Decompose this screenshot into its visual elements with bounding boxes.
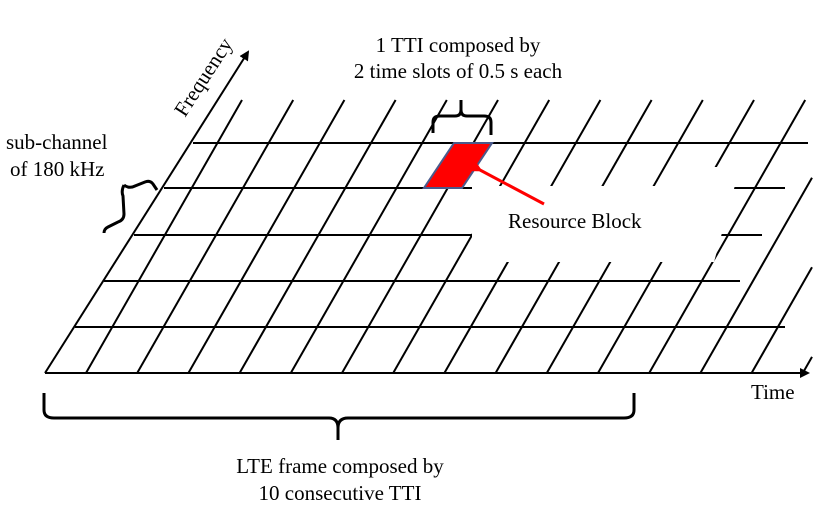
- time-slot-line: [699, 177, 813, 374]
- time-slot-line: [392, 99, 551, 374]
- subchannel-brace: [102, 179, 159, 234]
- time-slot-line: [85, 99, 243, 374]
- time-slot-line: [136, 99, 295, 374]
- time-slot-line: [238, 99, 397, 374]
- lte-frame-label-line2: 10 consecutive TTI: [259, 481, 422, 505]
- subchannel-label-line2: of 180 kHz: [10, 157, 104, 181]
- time-slot-line: [187, 99, 346, 374]
- frequency-axis-label: Frequency: [169, 33, 238, 121]
- time-slot-line: [801, 356, 813, 374]
- tti-brace: [431, 100, 493, 135]
- frequency-axis: [44, 50, 250, 374]
- label-background: [472, 167, 740, 262]
- time-slot-line: [289, 99, 448, 374]
- resource-block-pointer-arrow: [467, 158, 545, 206]
- resource-block-label: Resource Block: [508, 209, 642, 233]
- subchannel-label-line1: sub-channel: [6, 130, 108, 154]
- time-axis-label: Time: [751, 380, 795, 404]
- tti-label-line2: 2 time slots of 0.5 s each: [354, 59, 563, 83]
- time-slot-line: [750, 266, 813, 374]
- lte-frame-brace: [42, 393, 636, 440]
- time-slot-line: [648, 99, 807, 374]
- tti-label-line1: 1 TTI composed by: [376, 33, 541, 57]
- resource-block: [422, 142, 494, 189]
- lte-frame-label-line1: LTE frame composed by: [236, 454, 444, 478]
